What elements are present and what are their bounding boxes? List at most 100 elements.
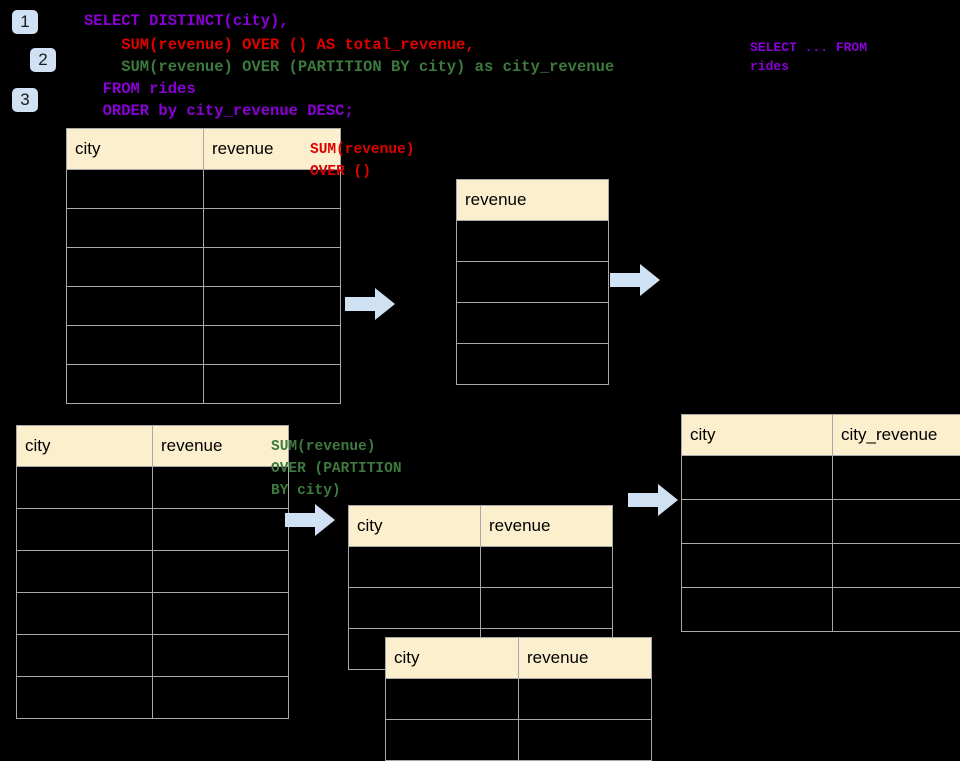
annotation-select-from: SELECT ... FROM rides [750,38,867,76]
table-row [457,262,609,303]
sql-line-select: SELECT DISTINCT(city), [84,11,289,33]
table-cell [17,593,153,635]
table-cell [17,551,153,593]
table-cell [457,303,609,344]
table-row [682,456,960,500]
table-row [682,588,960,632]
table-row [682,544,960,588]
table-header-row: city revenue [17,426,289,467]
table-row [67,248,341,287]
table-partition-2: city revenue [385,637,652,761]
table-cell [153,467,289,509]
table-row [17,509,289,551]
table-row [17,593,289,635]
flow-arrow-1 [345,288,395,320]
table-cell [153,593,289,635]
table-header-row: city city_revenue [682,415,960,456]
table-row [67,365,341,404]
table-cell [682,500,833,544]
table-cell [153,635,289,677]
column-header-city: city [386,638,519,679]
table-source-top: city revenue [66,128,341,404]
table-cell [204,248,341,287]
table-total-revenue: revenue [456,179,609,385]
step-badge-1: 1 [12,10,38,34]
table-cell [153,551,289,593]
column-header-city: city [349,506,481,547]
column-header-city: city [17,426,153,467]
table-cell [17,677,153,719]
step-badge-3: 3 [12,88,38,112]
column-header-revenue: revenue [481,506,613,547]
table-cell [519,679,652,720]
table-cell [519,720,652,761]
table-row [67,326,341,365]
flow-arrow-2 [610,264,660,296]
table-cell [204,209,341,248]
table-result: city city_revenue [681,414,960,632]
table-cell [204,287,341,326]
table-cell [67,248,204,287]
table-cell [349,588,481,629]
table-cell [682,588,833,632]
column-header-revenue: revenue [153,426,289,467]
table-cell [386,720,519,761]
sql-line-total-revenue: SUM(revenue) OVER () AS total_revenue, [84,35,475,57]
table-row [349,588,613,629]
table-cell [457,262,609,303]
table-cell [204,365,341,404]
table-cell [67,287,204,326]
table-header-row: city revenue [67,129,341,170]
flow-arrow-4 [628,484,678,516]
table-header-row: city revenue [386,638,652,679]
column-header-city: city [682,415,833,456]
table-cell [833,456,960,500]
sql-line-city-revenue: SUM(revenue) OVER (PARTITION BY city) as… [84,57,614,79]
table-cell [481,588,613,629]
column-header-city: city [67,129,204,170]
table-cell [457,221,609,262]
column-header-revenue: revenue [457,180,609,221]
table-cell [833,500,960,544]
table-cell [153,677,289,719]
table-cell [17,509,153,551]
table-row [17,635,289,677]
column-header-city-revenue: city_revenue [833,415,960,456]
table-row [17,467,289,509]
table-cell [17,635,153,677]
table-row [17,677,289,719]
table-cell [67,209,204,248]
sql-line-from: FROM rides [84,79,196,101]
table-row [386,720,652,761]
annotation-sum-over-empty: SUM(revenue) OVER () [310,139,414,183]
table-cell [457,344,609,385]
table-row [67,287,341,326]
table-row [67,209,341,248]
table-cell [153,509,289,551]
table-header-row: city revenue [349,506,613,547]
table-cell [67,170,204,209]
table-cell [833,588,960,632]
table-row [457,303,609,344]
step-badge-2: 2 [30,48,56,72]
table-row [457,221,609,262]
table-cell [349,547,481,588]
table-cell [386,679,519,720]
table-source-bottom: city revenue [16,425,289,719]
annotation-sum-over-partition: SUM(revenue) OVER (PARTITION BY city) [271,436,402,502]
table-cell [682,544,833,588]
table-cell [682,456,833,500]
flow-arrow-3 [285,504,335,536]
table-header-row: revenue [457,180,609,221]
column-header-revenue: revenue [519,638,652,679]
table-cell [833,544,960,588]
table-row [457,344,609,385]
diagram-canvas: 1 2 3 SELECT DISTINCT(city), SUM(revenue… [0,0,960,720]
table-cell [204,326,341,365]
table-cell [481,547,613,588]
table-cell [17,467,153,509]
table-cell [67,326,204,365]
table-row [17,551,289,593]
table-row [386,679,652,720]
table-row [67,170,341,209]
